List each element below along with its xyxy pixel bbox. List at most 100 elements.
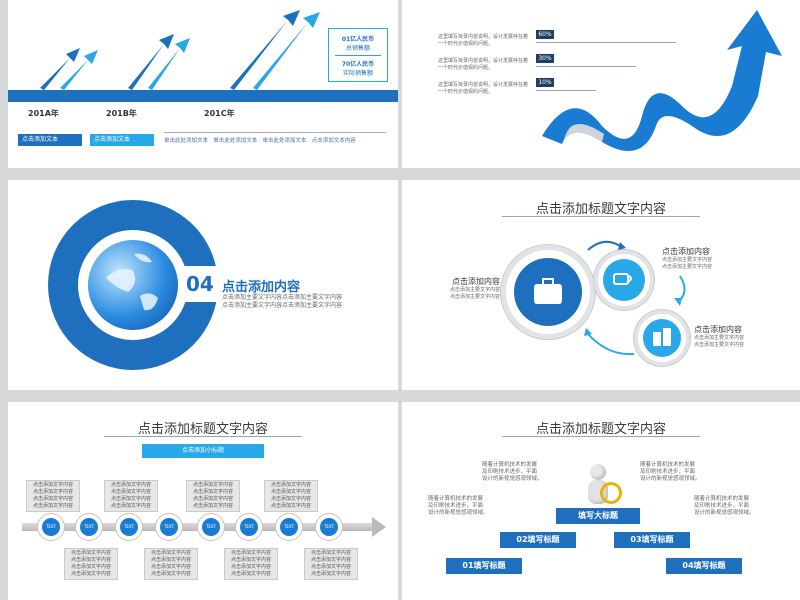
block-line: 点击添加主要文字内容 [662, 264, 713, 270]
row-text: 这里填写目录内容说明，设计发展存在着一个时代价值观的问题。 [438, 82, 529, 95]
box-line: 点击添加文字内容 [270, 482, 311, 488]
ribbon-main: 填写大标题 [556, 508, 640, 524]
box-line: 点击添加文字内容 [70, 571, 111, 577]
slide-title: 点击添加标题文字内容 [535, 422, 666, 437]
block-line: 点击添加主要文字内容 [662, 257, 713, 263]
timeline-node: TEXT [156, 514, 182, 540]
box-line: 点击添加文字内容 [230, 550, 271, 556]
box-line: 点击添加文字内容 [150, 550, 191, 556]
percent-tag: 10% [536, 78, 554, 87]
slide-title: 点击添加标题文字内容 [535, 202, 666, 217]
box-line: 点击添加文字内容 [310, 571, 351, 577]
pointer-line [536, 90, 596, 91]
timeline-node: TEXT [316, 514, 342, 540]
placeholder-row: 单击此处添加文本 单击此处添加文本 单击此处添加文本 点击添加文本内容 [164, 136, 356, 144]
text-box: 点击添加文字内容点击添加文字内容点击添加文字内容点击添加文字内容 [144, 548, 198, 580]
text-arrow-button[interactable]: 点击添加文本 [18, 134, 82, 146]
ribbon-03: 03填写标题 [614, 532, 690, 548]
box-line: 点击添加文字内容 [70, 564, 111, 570]
pointer-line [536, 66, 636, 67]
info-paragraph: 随着计算机技术的发展 及印刷技术进步，平面 设计的新视觉感观领域。 [694, 496, 774, 517]
slide-2[interactable]: 这里填写目录内容说明，设计发展存在着一个时代价值观的问题。 这里填写目录内容说明… [402, 0, 800, 168]
arrow-icon [230, 10, 300, 90]
timeline-node: TEXT [116, 514, 142, 540]
right-block: 点击添加内容 点击添加主要文字内容 点击添加主要文字内容 [694, 324, 784, 349]
button-label: 点击添加文本 [22, 136, 59, 143]
arrow-icon [60, 50, 98, 90]
text-arrow-button[interactable]: 点击添加文本 [90, 134, 154, 146]
box-line: 点击添加文字内容 [32, 482, 73, 488]
timeline-node: TEXT [198, 514, 224, 540]
para-line: 随着计算机技术的发展 [694, 496, 750, 502]
node-label: TEXT [202, 518, 220, 536]
node-label: TEXT [240, 518, 258, 536]
right-block: 点击添加内容 点击添加主要文字内容 点击添加主要文字内容 [662, 246, 752, 271]
box-line: 点击添加文字内容 [70, 557, 111, 563]
box-line: 点击添加文字内容 [150, 571, 191, 577]
text-row: 这里填写目录内容说明，设计发展存在着一个时代价值观的问题。 [438, 58, 532, 72]
box-line: 点击添加文字内容 [110, 496, 151, 502]
section-number: 04 [186, 272, 214, 296]
block-head: 点击添加内容 [452, 277, 500, 286]
coffee-cup-icon [613, 273, 632, 285]
box-line: 点击添加文字内容 [270, 496, 311, 502]
timeline-node: TEXT [276, 514, 302, 540]
box-line: 点击添加文字内容 [32, 496, 73, 502]
timeline-node: TEXT [38, 514, 64, 540]
legend-box: 01亿人民币 总销售额 70亿人民币 实际销售额 [328, 28, 388, 82]
globe-icon [88, 240, 178, 330]
slide-3[interactable]: 04 点击添加内容 点击添加主要文字内容点击添加主要文字内容 点击添加主要文字内… [8, 180, 398, 390]
placeholder-text: 单击此处添加文本 [164, 138, 209, 144]
para-line: 设计的新视觉感观领域。 [482, 476, 543, 482]
info-paragraph: 随着计算机技术的发展 及印刷技术进步，平面 设计的新视觉感观领域。 [482, 462, 562, 483]
spiral-arrow [542, 10, 782, 151]
text-row: 这里填写目录内容说明，设计发展存在着一个时代价值观的问题。 [438, 34, 532, 48]
box-line: 点击添加文字内容 [192, 482, 233, 488]
growth-arrows [40, 10, 320, 90]
block-head: 点击添加内容 [662, 247, 710, 256]
box-line: 点击添加文字内容 [150, 557, 191, 563]
box-line: 点击添加文字内容 [310, 550, 351, 556]
node-label: TEXT [120, 518, 138, 536]
info-paragraph: 随着计算机技术的发展 及印刷技术进步，平面 设计的新视觉感观领域。 [640, 462, 720, 483]
legend-line: 实际销售额 [342, 70, 373, 77]
ribbon-02: 02填写标题 [500, 532, 576, 548]
track-arrowhead [372, 517, 386, 537]
timeline-bar [8, 90, 398, 102]
slide-1[interactable]: 100000 130000 150000 180000 300000 50000… [8, 0, 398, 168]
text-box: 点击添加文字内容点击添加文字内容点击添加文字内容点击添加文字内容 [224, 548, 278, 580]
block-line: 点击添加主要文字内容 [694, 335, 745, 341]
block-head: 点击添加内容 [694, 325, 742, 334]
node-label: TEXT [160, 518, 178, 536]
node-label: TEXT [280, 518, 298, 536]
block-line: 点击添加主要文字内容 [449, 294, 500, 300]
box-line: 点击添加文字内容 [230, 564, 271, 570]
ribbon-01: 01填写标题 [446, 558, 522, 574]
text-box: 点击添加文字内容点击添加文字内容点击添加文字内容点击添加文字内容 [264, 480, 318, 512]
box-line: 点击添加文字内容 [150, 564, 191, 570]
box-line: 点击添加文字内容 [230, 571, 271, 577]
timeline-node: TEXT [76, 514, 102, 540]
title-underline [104, 436, 302, 437]
para-line: 设计的新视觉感观领域。 [428, 510, 489, 516]
title-underline [502, 216, 700, 217]
text-box: 点击添加文字内容点击添加文字内容点击添加文字内容点击添加文字内容 [64, 548, 118, 580]
slide-4[interactable]: 点击添加标题文字内容 点击添加内容 点击添加主要文字内容 点击添加主要文字内容 … [402, 180, 800, 390]
year-label: 201A年 [28, 109, 59, 118]
box-line: 点击添加文字内容 [192, 489, 233, 495]
box-line: 点击添加文字内容 [192, 496, 233, 502]
text-box: 点击添加文字内容点击添加文字内容点击添加文字内容点击添加文字内容 [304, 548, 358, 580]
placeholder-text: 点击添加文本内容 [311, 138, 356, 144]
section-line: 点击添加主要文字内容点击添加主要文字内容 [222, 302, 343, 309]
block-line: 点击添加主要文字内容 [694, 342, 745, 348]
para-line: 随着计算机技术的发展 [640, 462, 696, 468]
section-line: 点击添加主要文字内容点击添加主要文字内容 [222, 294, 343, 301]
subtitle-badge: 点击添加小标题 [142, 444, 264, 458]
arrow-icon [148, 38, 190, 90]
left-block: 点击添加内容 点击添加主要文字内容 点击添加主要文字内容 [412, 276, 500, 301]
para-line: 随着计算机技术的发展 [482, 462, 538, 468]
pointer-line [536, 42, 676, 43]
slide-6[interactable]: 点击添加标题文字内容 随着计算机技术的发展 及印刷技术进步，平面 设计的新视觉感… [402, 402, 800, 600]
button-label: 点击添加文本 [94, 136, 131, 143]
